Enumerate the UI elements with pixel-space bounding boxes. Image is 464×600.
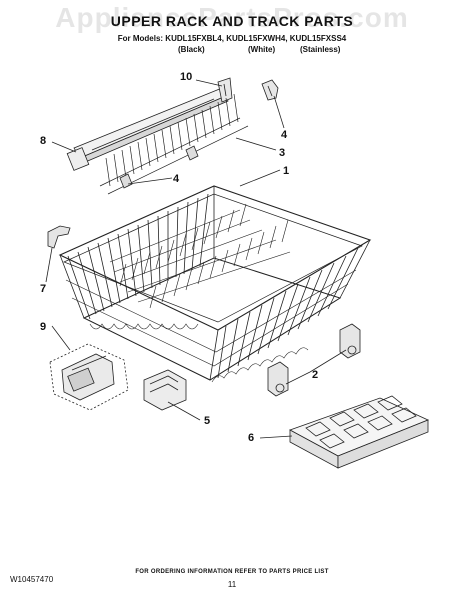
page-title: UPPER RACK AND TRACK PARTS: [110, 13, 354, 29]
upper-rack-basket-part: [58, 185, 372, 383]
callout-8: 8: [40, 135, 46, 147]
leader-lines: [45, 79, 347, 439]
callout-7: 7: [40, 283, 46, 295]
callout-4-lower: 4: [173, 173, 180, 185]
callout-2: 2: [312, 369, 318, 381]
tine-clip-part: [119, 145, 199, 189]
callout-9: 9: [40, 321, 46, 333]
callout-6: 6: [248, 432, 254, 444]
stop-clip-part: [47, 225, 71, 249]
callout-5: 5: [204, 415, 210, 427]
finish-stainless: (Stainless): [300, 45, 341, 54]
finish-black: (Black): [178, 45, 205, 54]
ordering-note: FOR ORDERING INFORMATION REFER TO PARTS …: [135, 569, 329, 575]
models-line: For Models: KUDL15FXBL4, KUDL15FXWH4, KU…: [117, 34, 347, 43]
callout-3: 3: [279, 147, 285, 159]
page-number: 11: [227, 580, 237, 589]
clip-part-upper: [261, 79, 279, 101]
cup-shelf-part: [289, 395, 430, 469]
adjuster-housing-part: [49, 343, 129, 411]
callout-1: 1: [283, 165, 289, 177]
roller-assembly-part: [267, 323, 361, 397]
site-watermark: AppliancePartsPros.com: [55, 2, 409, 33]
document-number: W10457470: [10, 575, 54, 584]
callout-4-upper: 4: [281, 129, 288, 141]
rail-end-stop-part: [217, 77, 233, 103]
callout-10: 10: [180, 71, 192, 83]
track-rail-part: [66, 87, 229, 171]
adjuster-bracket-part: [143, 369, 187, 411]
finish-white: (White): [248, 45, 276, 54]
